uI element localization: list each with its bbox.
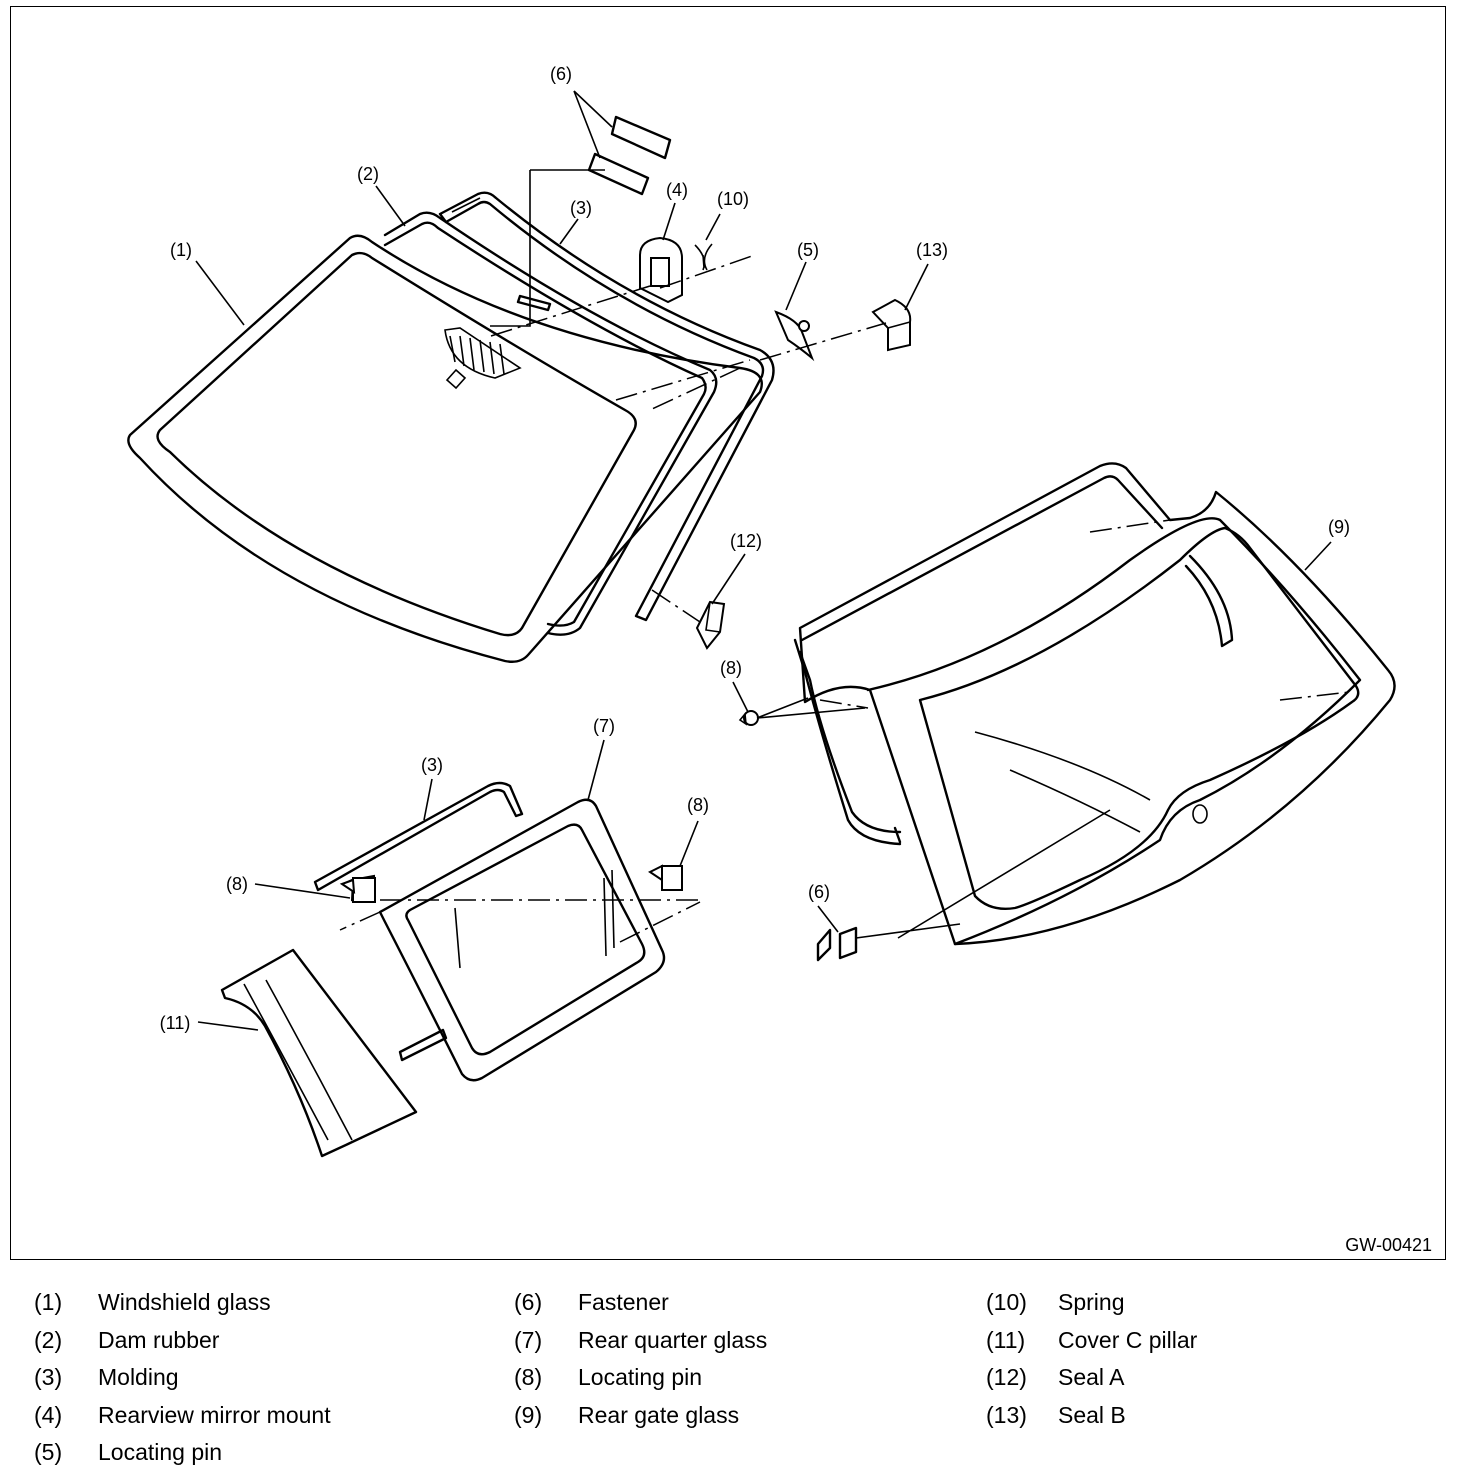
rearview-mirror-mount (639, 236, 683, 304)
callout-11: (11) (160, 1013, 191, 1033)
cover-c-pillar (220, 948, 418, 1158)
locating-pin-8-middle (648, 864, 683, 891)
locating-pin-8-left (339, 874, 377, 903)
callout-3-top: (3) (570, 198, 592, 218)
diagram-frame (10, 6, 1446, 1260)
callout-9: (9) (1328, 517, 1350, 537)
legend-number: (1) (34, 1289, 63, 1315)
legend-label: Locating pin (98, 1439, 223, 1465)
callout-2: (2) (357, 164, 379, 184)
callout-5: (5) (797, 240, 819, 260)
legend-label: Spring (1058, 1289, 1125, 1315)
legend-label: Rearview mirror mount (98, 1402, 331, 1428)
legend-number: (12) (986, 1364, 1027, 1390)
legend-number: (8) (514, 1364, 543, 1390)
legend-number: (5) (34, 1439, 63, 1465)
legend-number: (9) (514, 1402, 543, 1428)
rear-gate-glass (793, 462, 1396, 946)
legend-label: Locating pin (578, 1364, 703, 1390)
callout-8-right: (8) (720, 658, 742, 678)
callout-8-middle: (8) (687, 795, 709, 815)
legend-label: Seal A (1058, 1364, 1125, 1390)
callout-13: (13) (916, 240, 948, 260)
callout-6-top: (6) (550, 64, 572, 84)
callout-labels: (1) (2) (3) (6) (4) (10) (5) (13) (12) (… (160, 64, 1350, 1033)
callout-7: (7) (593, 716, 615, 736)
callout-8-left: (8) (226, 874, 248, 894)
fastener-bottom (816, 926, 858, 962)
callout-10: (10) (717, 189, 749, 209)
molding-bottom (313, 781, 524, 892)
legend-number: (11) (986, 1327, 1026, 1353)
figure-code: GW-00421 (1345, 1235, 1432, 1255)
seal-b (871, 298, 912, 352)
callout-3-bottom: (3) (421, 755, 443, 775)
callout-12: (12) (730, 531, 762, 551)
locating-pin-8-right (738, 710, 759, 726)
legend-label: Rear quarter glass (578, 1327, 768, 1353)
legend-label: Molding (98, 1364, 179, 1390)
legend-number: (10) (986, 1289, 1027, 1315)
legend-label: Rear gate glass (578, 1402, 740, 1428)
legend-number: (4) (34, 1402, 63, 1428)
alignment-lines (339, 255, 1351, 943)
legend-number: (3) (34, 1364, 63, 1390)
rear-quarter-glass (378, 798, 666, 1082)
callout-4: (4) (666, 180, 688, 200)
legend-label: Seal B (1058, 1402, 1126, 1428)
legend-number: (7) (514, 1327, 543, 1353)
locating-pin-5 (774, 310, 815, 362)
legend-number: (2) (34, 1327, 63, 1353)
dam-rubber (383, 211, 718, 636)
windshield-glass (127, 234, 763, 663)
spring (694, 243, 713, 271)
legend-number: (6) (514, 1289, 543, 1315)
callout-1: (1) (170, 240, 192, 260)
exploded-parts-diagram: (1) (2) (3) (6) (4) (10) (5) (13) (12) (… (127, 64, 1432, 1255)
legend-label: Fastener (578, 1289, 669, 1315)
parts-legend: (1) Windshield glass (2) Dam rubber (3) … (0, 1282, 1472, 1472)
callout-6-bottom: (6) (808, 882, 830, 902)
legend-label: Cover C pillar (1058, 1327, 1198, 1353)
seal-a (695, 600, 726, 650)
legend-number: (13) (986, 1402, 1027, 1428)
legend-label: Dam rubber (98, 1327, 220, 1353)
fastener-top (587, 115, 672, 196)
leader-lines (195, 90, 1332, 1031)
molding-top (438, 191, 775, 622)
legend-label: Windshield glass (98, 1289, 271, 1315)
